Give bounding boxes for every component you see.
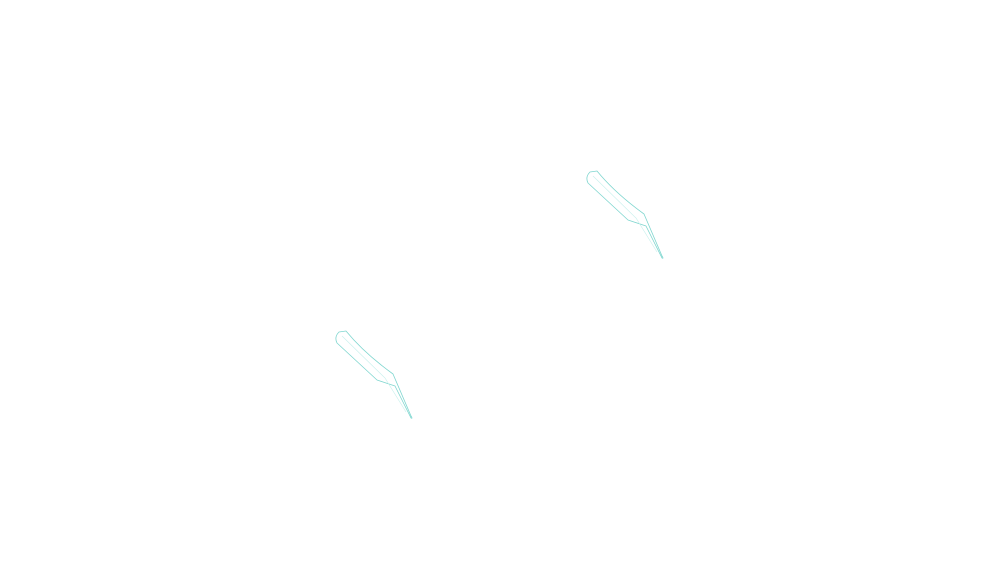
- blank-canvas: [335, 170, 664, 419]
- blade-icon: [586, 170, 664, 259]
- blade-icon: [335, 330, 413, 419]
